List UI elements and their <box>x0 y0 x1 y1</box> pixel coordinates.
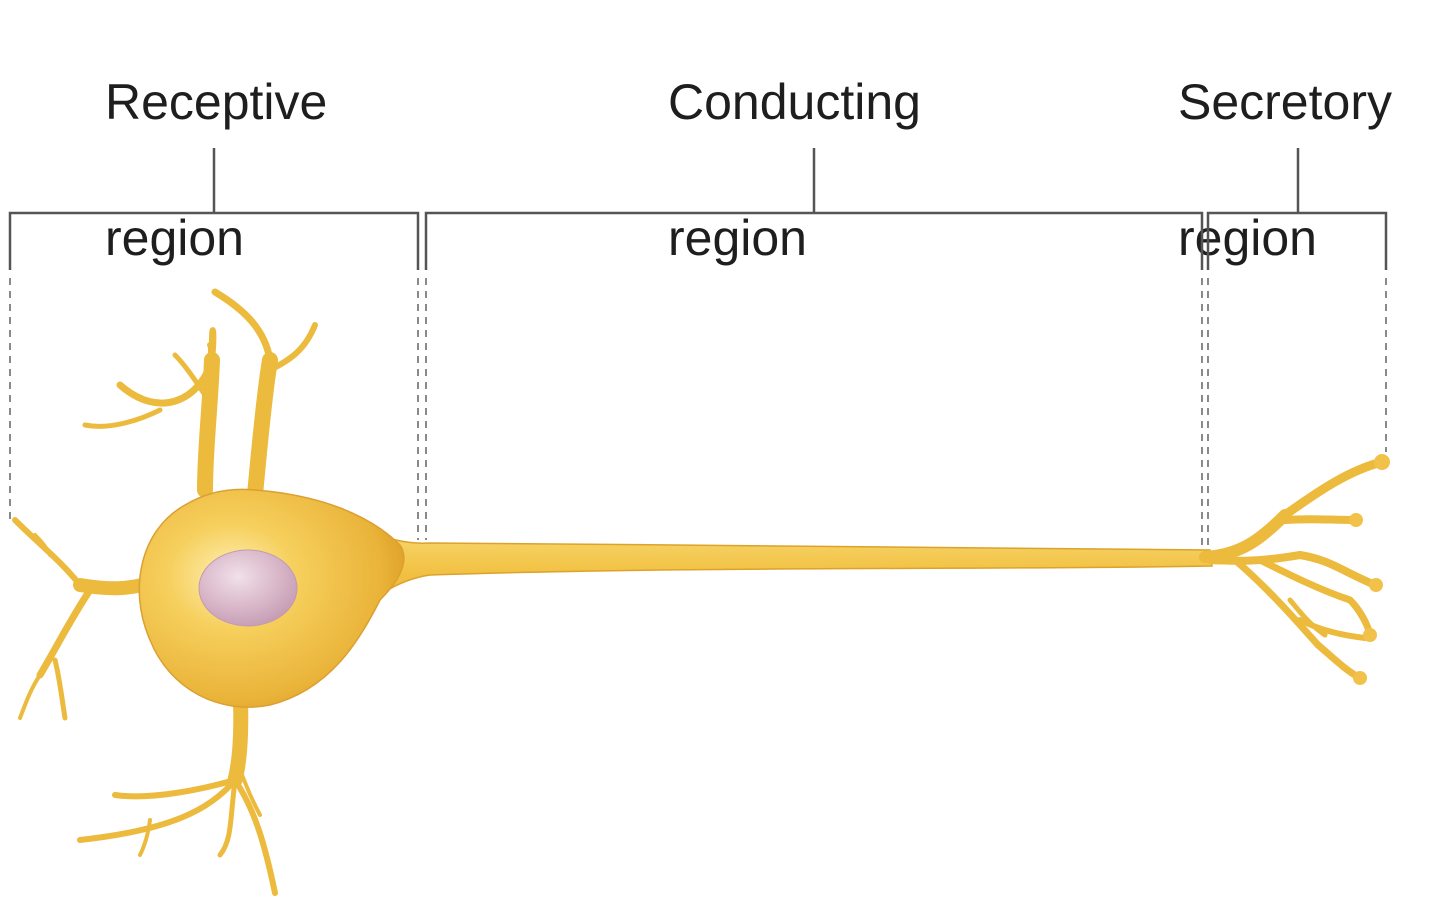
conducting-label-line2: region <box>668 210 807 266</box>
conducting-bracket <box>424 148 1204 270</box>
receptive-label-line2: region <box>105 210 244 266</box>
secretory-region-label: Secretory region <box>1178 0 1392 340</box>
conducting-region-label: Conducting region <box>668 0 921 340</box>
axon <box>329 518 1213 632</box>
receptive-bracket <box>8 148 420 270</box>
region-dashed-boundaries <box>9 278 1387 548</box>
receptive-label-line1: Receptive <box>105 74 328 130</box>
conducting-label-line1: Conducting <box>668 74 921 130</box>
axon-terminals <box>1199 457 1387 682</box>
secretory-bracket <box>1206 148 1388 270</box>
receptive-region-label: Receptive region <box>105 0 327 340</box>
nucleus <box>198 549 298 627</box>
secretory-label-line1: Secretory <box>1178 74 1392 130</box>
region-brackets <box>8 148 1388 270</box>
terminal-boutons <box>1349 454 1390 685</box>
